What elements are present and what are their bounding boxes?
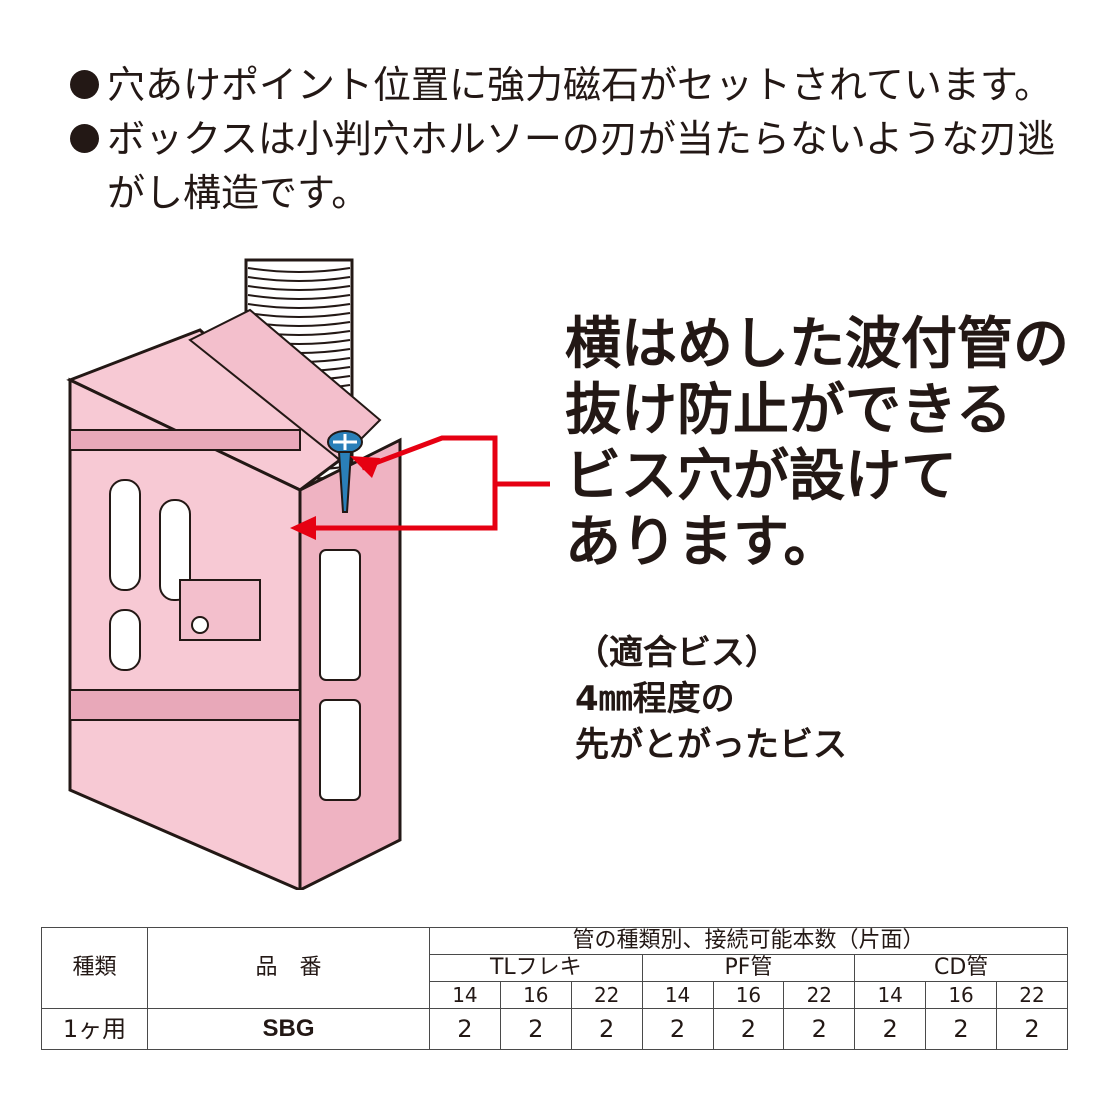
pipe-rib — [247, 294, 351, 300]
headline-line: あります。 — [565, 510, 840, 575]
cell-kind: 1ヶ用 — [41, 1008, 148, 1050]
header-size: 16 — [925, 981, 997, 1009]
callout-arrow-icon — [290, 435, 550, 540]
cell-count: 2 — [429, 1008, 501, 1050]
header-connection-count: 管の種類別、接続可能本数（片面） — [429, 927, 1068, 955]
cell-count: 2 — [783, 1008, 856, 1050]
feature-list: 穴あけポイント位置に強力磁石がセットされています。 ボックスは小判穴ホルソーの刃… — [70, 58, 1070, 220]
header-size: 14 — [641, 981, 714, 1009]
cell-count: 2 — [712, 1008, 785, 1050]
header-pipe-type: TLフレキ — [429, 954, 643, 982]
cell-count: 2 — [854, 1008, 927, 1050]
feature-text: ボックスは小判穴ホルソーの刃が当たらないような刃逃 がし構造です。 — [107, 117, 1056, 215]
header-size: 16 — [499, 981, 572, 1009]
cell-count: 2 — [925, 1008, 997, 1050]
header-model: 品 番 — [147, 927, 430, 1009]
note-line: （適合ビス） — [575, 633, 779, 673]
headline: 横はめした波付管の 抜け防止ができる ビス穴が設けて あります。 — [565, 312, 1069, 576]
note-line: 4㎜程度の — [575, 679, 735, 719]
header-pipe-type: CD管 — [854, 954, 1068, 982]
feature-item: 穴あけポイント位置に強力磁石がセットされています。 — [70, 58, 1070, 112]
header-size: 22 — [996, 981, 1068, 1009]
pipe-rib — [247, 312, 351, 318]
header-size: 22 — [783, 981, 856, 1009]
header-size: 16 — [712, 981, 785, 1009]
spec-table: 種類 品 番 管の種類別、接続可能本数（片面） TLフレキ PF管 CD管 14… — [41, 927, 1068, 1050]
header-pipe-type: PF管 — [641, 954, 856, 982]
pipe-rib — [247, 285, 351, 291]
header-size: 22 — [570, 981, 643, 1009]
outlet-box-icon — [66, 308, 402, 890]
screw-icon — [327, 430, 363, 513]
cell-model: SBG — [147, 1008, 430, 1050]
bullet-icon — [70, 124, 99, 153]
cell-count: 2 — [499, 1008, 572, 1050]
outlet-box-illustration — [66, 258, 550, 890]
headline-line: 抜け防止ができる — [565, 378, 1012, 443]
headline-line: ビス穴が設けて — [565, 444, 957, 509]
header-kind: 種類 — [41, 927, 148, 1009]
feature-text: 穴あけポイント位置に強力磁石がセットされています。 — [107, 63, 1053, 107]
pipe-rib — [247, 276, 351, 282]
table-row: 1ヶ用 SBG 2 2 2 2 2 2 2 2 2 — [41, 1008, 1068, 1050]
pipe-rib — [247, 303, 351, 309]
header-size: 14 — [854, 981, 927, 1009]
header-size: 14 — [429, 981, 501, 1009]
feature-item: ボックスは小判穴ホルソーの刃が当たらないような刃逃 がし構造です。 — [70, 112, 1070, 220]
headline-line: 横はめした波付管の — [565, 312, 1069, 377]
screw-note: （適合ビス） 4㎜程度の 先がとがったビス — [575, 630, 847, 768]
cell-count: 2 — [570, 1008, 643, 1050]
bullet-icon — [70, 70, 99, 99]
cell-count: 2 — [641, 1008, 714, 1050]
note-line: 先がとがったビス — [575, 725, 847, 765]
cell-count: 2 — [996, 1008, 1068, 1050]
pipe-rib — [247, 267, 351, 273]
